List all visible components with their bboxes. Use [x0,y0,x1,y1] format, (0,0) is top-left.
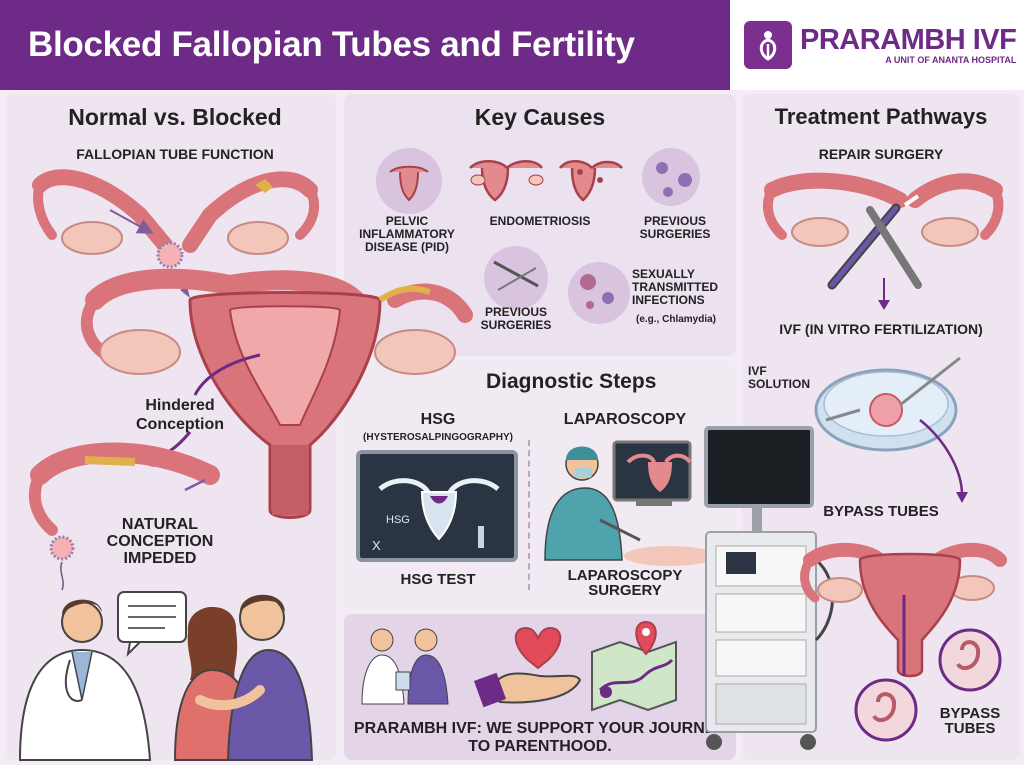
laparoscopy-surgery-label: LAPAROSCOPY SURGERY [567,567,683,599]
cause-previous-surgeries-label: PREVIOUS SURGERIES [639,214,711,241]
left-section-title: Normal vs. Blocked [68,104,282,130]
cause-sti-note: (e.g., Chlamydia) [636,314,717,325]
cause-pid-label: PELVIC INFLAMMATORY DISEASE (PID) [359,214,455,254]
hsg-monitor-icon: HSG X [356,450,518,562]
hsg-screen-x: X [372,538,381,553]
scalpel-icon [484,246,548,310]
bypass-tubes-label: BYPASS TUBES [823,503,939,520]
hsg-test-label: HSG TEST [400,571,476,588]
ivf-label: IVF (IN VITRO FERTILIZATION) [779,321,983,337]
bacteria-icon [568,262,630,324]
brand-logo-icon [744,21,792,69]
left-section-subtitle: FALLOPIAN TUBE FUNCTION [76,146,274,162]
brand-block: PRARAMBH IVF A UNIT OF ANANTA HOSPITAL [730,0,1024,90]
causes-section-title: Key Causes [474,104,606,130]
hsg-full-label: (HYSTEROSALPINGOGRAPHY) [362,432,513,443]
treatment-section-title: Treatment Pathways [774,104,988,129]
hsg-label: HSG [420,411,456,428]
cause-previous-surgeries-2-label: PREVIOUS SURGERIES [480,305,552,332]
diagnostic-divider [528,440,530,590]
header-banner: Blocked Fallopian Tubes and Fertility [0,0,730,90]
hindered-conception-label: Hindered Conception [136,397,224,433]
laparoscopy-label: LAPAROSCOPY [563,411,687,428]
brand-subtitle: A UNIT OF ANANTA HOSPITAL [885,55,1017,65]
panel-key-causes [344,94,736,356]
hsg-screen-label: HSG [386,514,410,526]
ivf-solution-label: IVF SOLUTION [748,364,810,391]
bypass-tubes-2-label: BYPASS TUBES [939,705,1001,737]
repair-surgery-label: REPAIR SURGERY [818,146,944,162]
diagnostic-section-title: Diagnostic Steps [486,370,657,393]
brand-name: PRARAMBH IVF [800,24,1017,56]
cause-endometriosis-label: ENDOMETRIOSIS [489,214,591,228]
support-message: PRARAMBH IVF: WE SUPPORT YOUR JOURNEY TO… [353,720,727,755]
natural-conception-impeded-label: NATURAL CONCEPTION IMPEDED [106,516,214,567]
cause-sti-label: SEXUALLY TRANSMITTED INFECTIONS [632,267,718,307]
page-title: Blocked Fallopian Tubes and Fertility [28,25,635,64]
